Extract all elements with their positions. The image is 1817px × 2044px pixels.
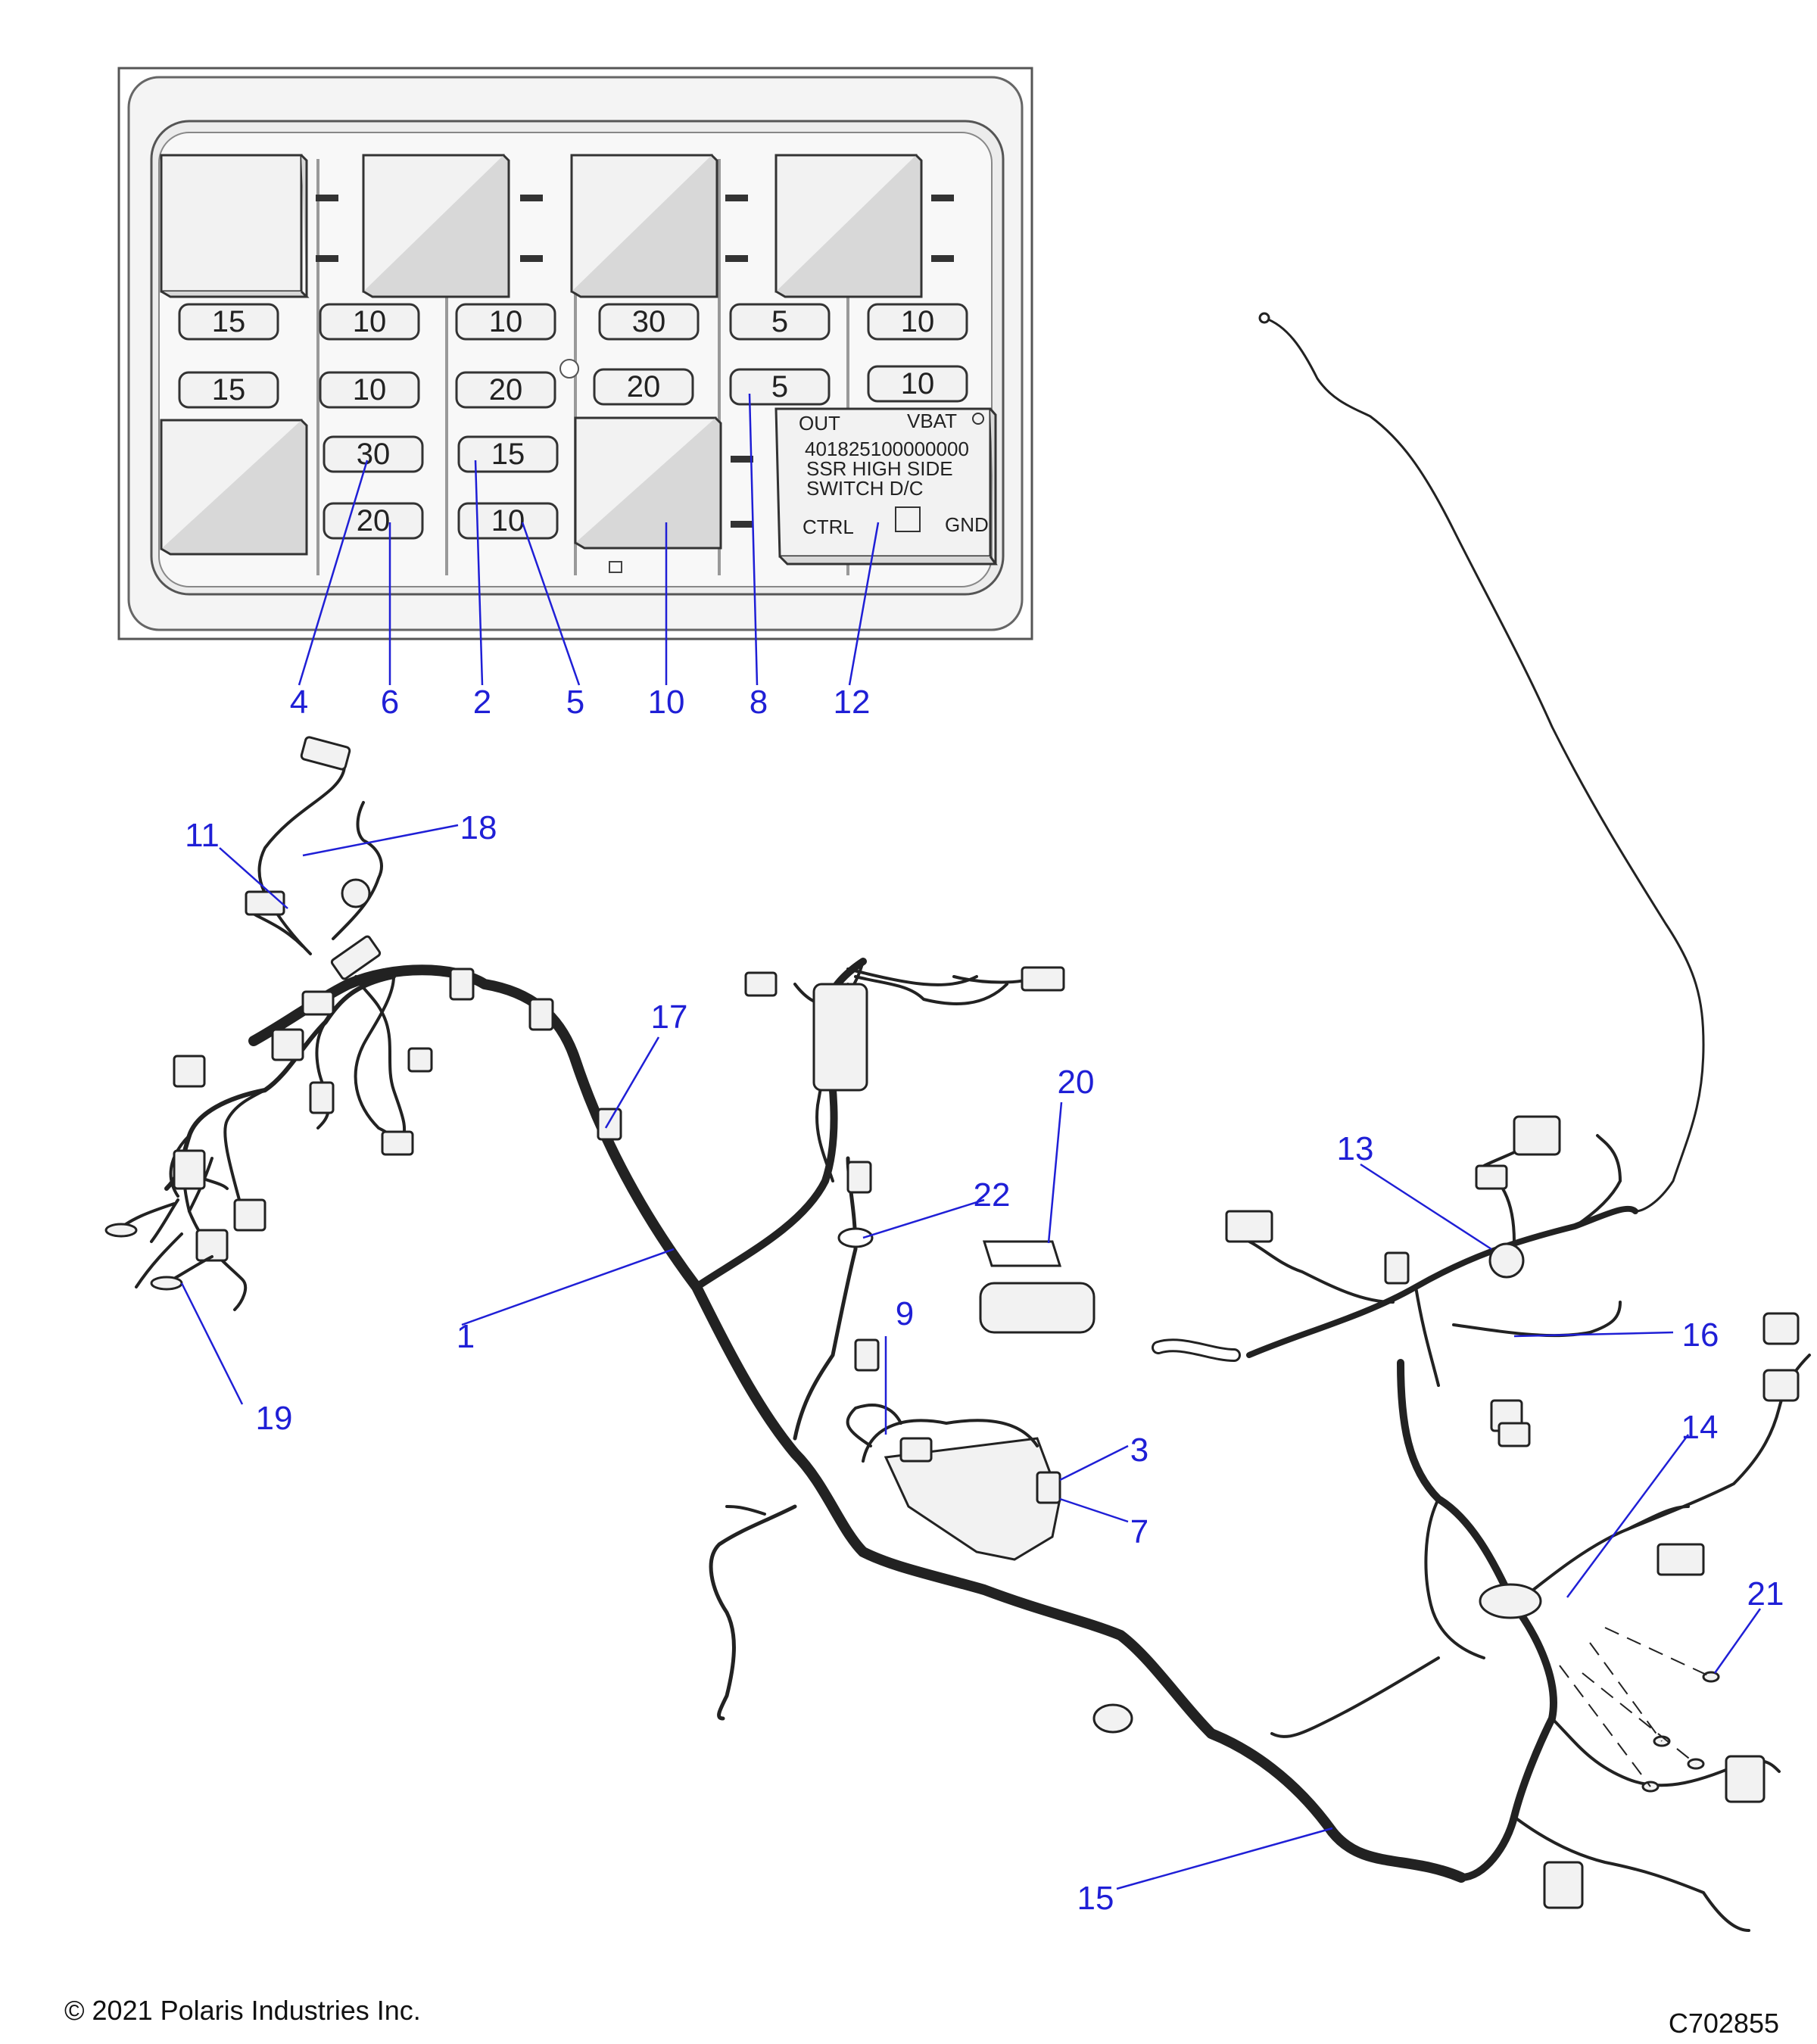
callout-4: 4 (290, 684, 308, 721)
svg-text:15: 15 (212, 305, 246, 338)
svg-text:VBAT: VBAT (907, 410, 957, 432)
terminal-slots (316, 195, 954, 528)
callout-20: 20 (1058, 1064, 1095, 1101)
relay (160, 154, 310, 298)
fuse: 15 (178, 303, 279, 341)
wiring-harness (104, 312, 1811, 1932)
svg-text:CTRL: CTRL (803, 516, 854, 538)
fuse: 20 (323, 502, 424, 540)
relay (774, 154, 923, 298)
fuse: 10 (457, 502, 559, 540)
callout-8: 8 (750, 684, 768, 721)
svg-text:15: 15 (491, 438, 525, 471)
svg-text:20: 20 (489, 373, 523, 407)
power-distribution-module (846, 1404, 1061, 1561)
svg-text:OUT: OUT (799, 412, 840, 435)
fuse: 5 (729, 303, 831, 341)
callout-6: 6 (381, 684, 399, 721)
callout-13: 13 (1337, 1130, 1374, 1167)
fuse: 5 (729, 368, 831, 406)
callout-11: 11 (185, 817, 220, 854)
ssr-high-side-switch: OUT VBAT 401825100000000 SSR HIGH SIDE S… (774, 407, 998, 566)
svg-text:20: 20 (627, 370, 661, 404)
svg-text:10: 10 (489, 305, 523, 338)
svg-text:10: 10 (901, 305, 935, 338)
svg-text:10: 10 (491, 504, 525, 537)
callouts: 4 6 2 5 10 8 12 11 18 17 20 22 13 16 1 9… (185, 684, 1784, 1917)
fuse: 10 (867, 365, 968, 403)
fuse: 10 (319, 371, 420, 409)
callout-15: 15 (1077, 1880, 1114, 1917)
fuse: 10 (455, 303, 556, 341)
fuse: 15 (178, 371, 279, 409)
callout-16: 16 (1682, 1316, 1719, 1354)
svg-text:30: 30 (357, 438, 391, 471)
callout-17: 17 (651, 999, 688, 1036)
svg-text:401825100000000: 401825100000000 (805, 438, 969, 460)
svg-text:10: 10 (353, 373, 387, 407)
svg-text:SWITCH D/C: SWITCH D/C (806, 477, 924, 500)
svg-text:15: 15 (212, 373, 246, 407)
svg-text:5: 5 (771, 305, 788, 338)
callout-2: 2 (473, 684, 491, 721)
svg-text:20: 20 (357, 504, 391, 537)
callout-7: 7 (1130, 1513, 1148, 1550)
callout-14: 14 (1681, 1409, 1719, 1446)
fuse: 20 (455, 371, 556, 409)
relay-10 (574, 416, 722, 550)
relay (160, 419, 308, 556)
fuse: 15 (457, 435, 559, 473)
callout-9: 9 (896, 1295, 914, 1332)
fuse: 30 (598, 303, 700, 341)
fuse: 10 (867, 303, 968, 341)
svg-text:SSR HIGH SIDE: SSR HIGH SIDE (806, 457, 953, 480)
callout-12: 12 (834, 684, 871, 721)
fuse: 10 (319, 303, 420, 341)
callout-5: 5 (566, 684, 584, 721)
svg-text:GND: GND (945, 513, 989, 536)
svg-text:5: 5 (771, 370, 788, 404)
callout-22: 22 (974, 1176, 1011, 1214)
drawing-id: C702855 (1669, 2008, 1779, 2039)
svg-text:30: 30 (632, 305, 666, 338)
relay (362, 154, 510, 298)
fuse: 20 (593, 368, 694, 406)
callout-3: 3 (1130, 1432, 1148, 1469)
callout-21: 21 (1747, 1575, 1784, 1612)
callout-19: 19 (256, 1400, 293, 1437)
svg-text:10: 10 (353, 305, 387, 338)
fuse-box: 15 10 10 30 5 10 15 10 20 20 5 10 30 15 … (117, 67, 1033, 640)
fuse-box-leaders (298, 393, 880, 686)
copyright-notice: © 2021 Polaris Industries Inc. (64, 1995, 421, 2026)
svg-text:10: 10 (901, 367, 935, 400)
fuse: 30 (323, 435, 424, 473)
callout-18: 18 (460, 809, 497, 846)
callout-1: 1 (457, 1318, 475, 1355)
callout-10: 10 (648, 684, 685, 721)
relay (570, 154, 718, 298)
harness-leaders (180, 824, 1762, 1890)
